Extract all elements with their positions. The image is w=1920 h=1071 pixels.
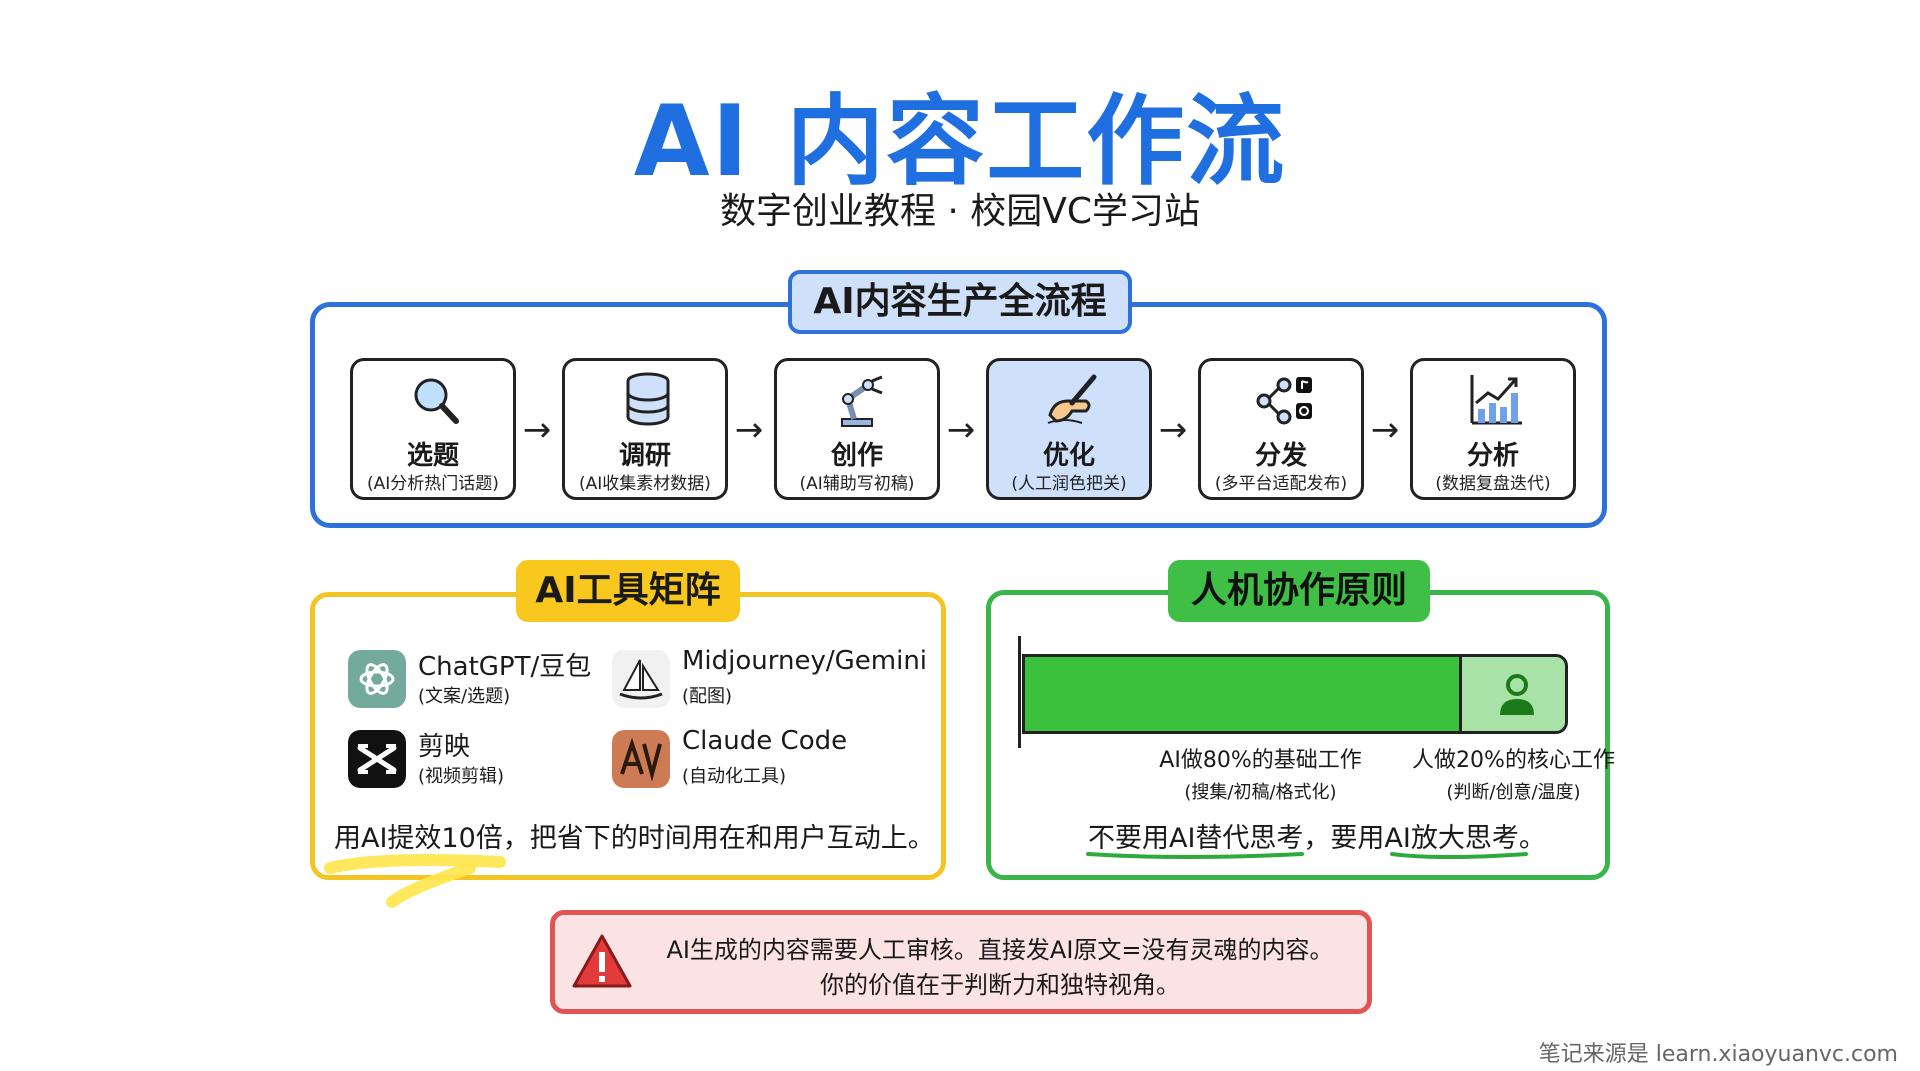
flow-arrow: → bbox=[1158, 410, 1188, 450]
process-step-analyze: 分析 (数据复盘迭代) bbox=[1410, 358, 1576, 500]
step-name: 分析 bbox=[1466, 441, 1519, 471]
tool-midjourney: Midjourney/Gemini (配图) bbox=[612, 646, 942, 716]
warning-icon bbox=[572, 934, 632, 988]
growth-chart-icon bbox=[1470, 375, 1522, 425]
tool-desc: (自动化工具) bbox=[682, 766, 787, 787]
tool-claude: Claude Code (自动化工具) bbox=[612, 726, 942, 796]
tools-title: AI工具矩阵 bbox=[516, 560, 740, 622]
principle-underline bbox=[1086, 852, 1528, 859]
sailboat-icon bbox=[612, 650, 670, 708]
step-desc: (数据复盘迭代) bbox=[1435, 474, 1551, 494]
process-step-distribute: 分发 (多平台适配发布) bbox=[1198, 358, 1364, 500]
tool-chatgpt: ChatGPT/豆包 (文案/选题) bbox=[348, 646, 678, 716]
share-bar bbox=[1022, 654, 1568, 734]
step-name: 优化 bbox=[1042, 441, 1095, 471]
tool-desc: (文案/选题) bbox=[418, 686, 511, 707]
page-title: AI 内容工作流 bbox=[633, 85, 1287, 199]
flow-arrow: → bbox=[1370, 410, 1400, 450]
step-name: 创作 bbox=[830, 441, 883, 471]
process-step-create: 创作 (AI辅助写初稿) bbox=[774, 358, 940, 500]
human-share-desc: (判断/创意/温度) bbox=[1446, 782, 1581, 803]
flow-arrow: → bbox=[734, 410, 764, 450]
ai-share-text: AI做80%的基础工作 bbox=[1159, 748, 1362, 773]
process-step-topic: 选题 (AI分析热门话题) bbox=[350, 358, 516, 500]
process-step-optimize: 优化 (人工润色把关) bbox=[986, 358, 1152, 500]
claude-icon bbox=[612, 730, 670, 788]
hand-pen-icon bbox=[1047, 374, 1097, 424]
person-icon bbox=[1499, 674, 1534, 715]
tool-name: Midjourney/Gemini bbox=[682, 646, 928, 676]
share-icon bbox=[1256, 377, 1312, 425]
ai-share-segment bbox=[1025, 657, 1462, 731]
step-name: 选题 bbox=[406, 441, 459, 471]
step-name: 调研 bbox=[618, 441, 671, 471]
database-icon bbox=[626, 372, 670, 426]
process-step-research: 调研 (AI收集素材数据) bbox=[562, 358, 728, 500]
ai-share-desc: (搜集/初稿/格式化) bbox=[1184, 782, 1337, 803]
step-desc: (人工润色把关) bbox=[1011, 474, 1127, 494]
tool-name: 剪映 bbox=[418, 732, 471, 762]
process-title: AI内容生产全流程 bbox=[788, 270, 1132, 334]
capcut-icon bbox=[348, 730, 406, 788]
highlight-stroke bbox=[324, 854, 506, 908]
tool-desc: (配图) bbox=[682, 686, 733, 707]
step-desc: (AI辅助写初稿) bbox=[799, 474, 915, 494]
flow-arrow: → bbox=[522, 410, 552, 450]
ai-share-label: AI做80%的基础工作 (搜集/初稿/格式化) bbox=[1022, 742, 1499, 804]
magnifier-icon bbox=[414, 378, 459, 424]
page-subtitle: 数字创业教程 · 校园VC学习站 bbox=[719, 191, 1201, 232]
step-desc: (多平台适配发布) bbox=[1214, 474, 1348, 494]
robot-arm-icon bbox=[841, 375, 883, 427]
warning-text-line1: AI生成的内容需要人工审核。直接发AI原文=没有灵魂的内容。 bbox=[666, 936, 1334, 964]
warning-panel bbox=[550, 910, 1372, 1014]
tool-name: ChatGPT/豆包 bbox=[418, 652, 592, 682]
tool-capcut: 剪映 (视频剪辑) bbox=[348, 726, 678, 796]
principle-title: 人机协作原则 bbox=[1168, 560, 1430, 622]
step-name: 分发 bbox=[1254, 441, 1307, 471]
human-share-label: 人做20%的核心工作 (判断/创意/温度) bbox=[1389, 742, 1638, 804]
source-footer: 笔记来源是 learn.xiaoyuanvc.com bbox=[1538, 1042, 1898, 1067]
warning-text-line2: 你的价值在于判断力和独特视角。 bbox=[820, 971, 1180, 999]
tool-desc: (视频剪辑) bbox=[418, 766, 505, 787]
bar-axis bbox=[1018, 636, 1021, 748]
flow-arrow: → bbox=[946, 410, 976, 450]
principle-tip: 不要用AI替代思考，要用AI放大思考。 bbox=[1088, 823, 1546, 854]
step-desc: (AI分析热门话题) bbox=[367, 474, 499, 494]
tool-name: Claude Code bbox=[682, 726, 848, 756]
tools-tip: 用AI提效10倍，把省下的时间用在和用户互动上。 bbox=[334, 823, 935, 854]
chatgpt-icon bbox=[348, 650, 406, 708]
human-share-text: 人做20%的核心工作 bbox=[1412, 748, 1615, 773]
step-desc: (AI收集素材数据) bbox=[579, 474, 711, 494]
